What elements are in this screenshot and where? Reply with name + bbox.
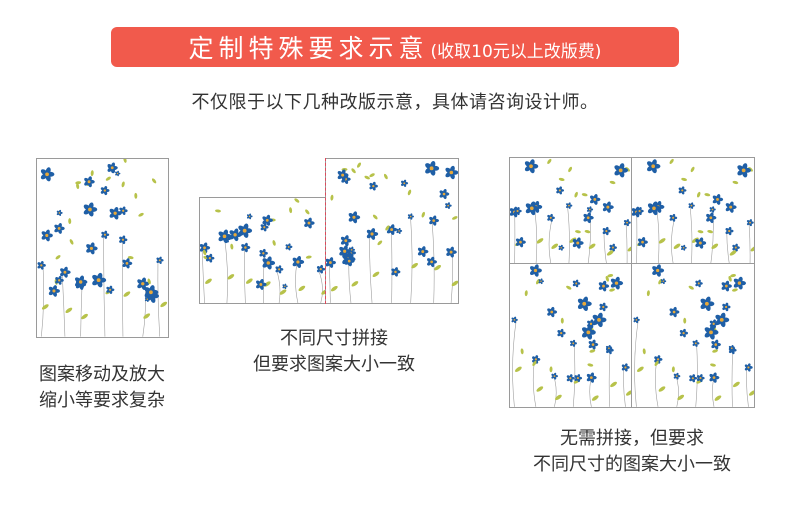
- header-banner: 定制特殊要求示意 (收取10元以上改版费): [111, 27, 679, 67]
- flower-pattern-art: [511, 264, 631, 407]
- splice-seam-line: [325, 158, 326, 304]
- example-1-image: [36, 158, 169, 338]
- example-2-left-image: [199, 197, 326, 304]
- example-2-caption: 不同尺寸拼接 但要求图案大小一致: [214, 326, 454, 378]
- flower-pattern-art: [326, 161, 458, 303]
- flower-pattern-art: [633, 264, 754, 407]
- example-3-tile-bottom-left: [509, 263, 632, 408]
- banner-title: 定制特殊要求示意: [188, 34, 429, 63]
- subtitle-text: 不仅限于以下几种改版示意，具体请咨询设计师。: [191, 92, 599, 113]
- flower-pattern-art: [200, 198, 325, 303]
- flower-pattern-art: [632, 158, 754, 263]
- example-2-right-image: [325, 158, 459, 304]
- flower-pattern-art: [37, 159, 168, 337]
- example-2-caption-line1: 不同尺寸拼接: [280, 328, 388, 349]
- example-3-tile-bottom-right: [631, 263, 755, 408]
- example-1-caption-line1: 图案移动及放大: [39, 364, 165, 385]
- example-1-caption-line2: 缩小等要求复杂: [39, 390, 165, 411]
- example-3-tile-top-left: [509, 157, 632, 264]
- flower-pattern-art: [510, 158, 631, 263]
- example-2-caption-line2: 但要求图案大小一致: [253, 354, 415, 375]
- example-3-caption-line2: 不同尺寸的图案大小一致: [533, 454, 731, 475]
- example-3-caption: 无需拼接，但要求 不同尺寸的图案大小一致: [500, 426, 764, 478]
- example-1-caption: 图案移动及放大 缩小等要求复杂: [6, 362, 198, 414]
- example-3-tile-top-right: [631, 157, 755, 264]
- banner-price-note: (收取10元以上改版费): [430, 41, 602, 62]
- example-3-caption-line1: 无需拼接，但要求: [560, 428, 704, 449]
